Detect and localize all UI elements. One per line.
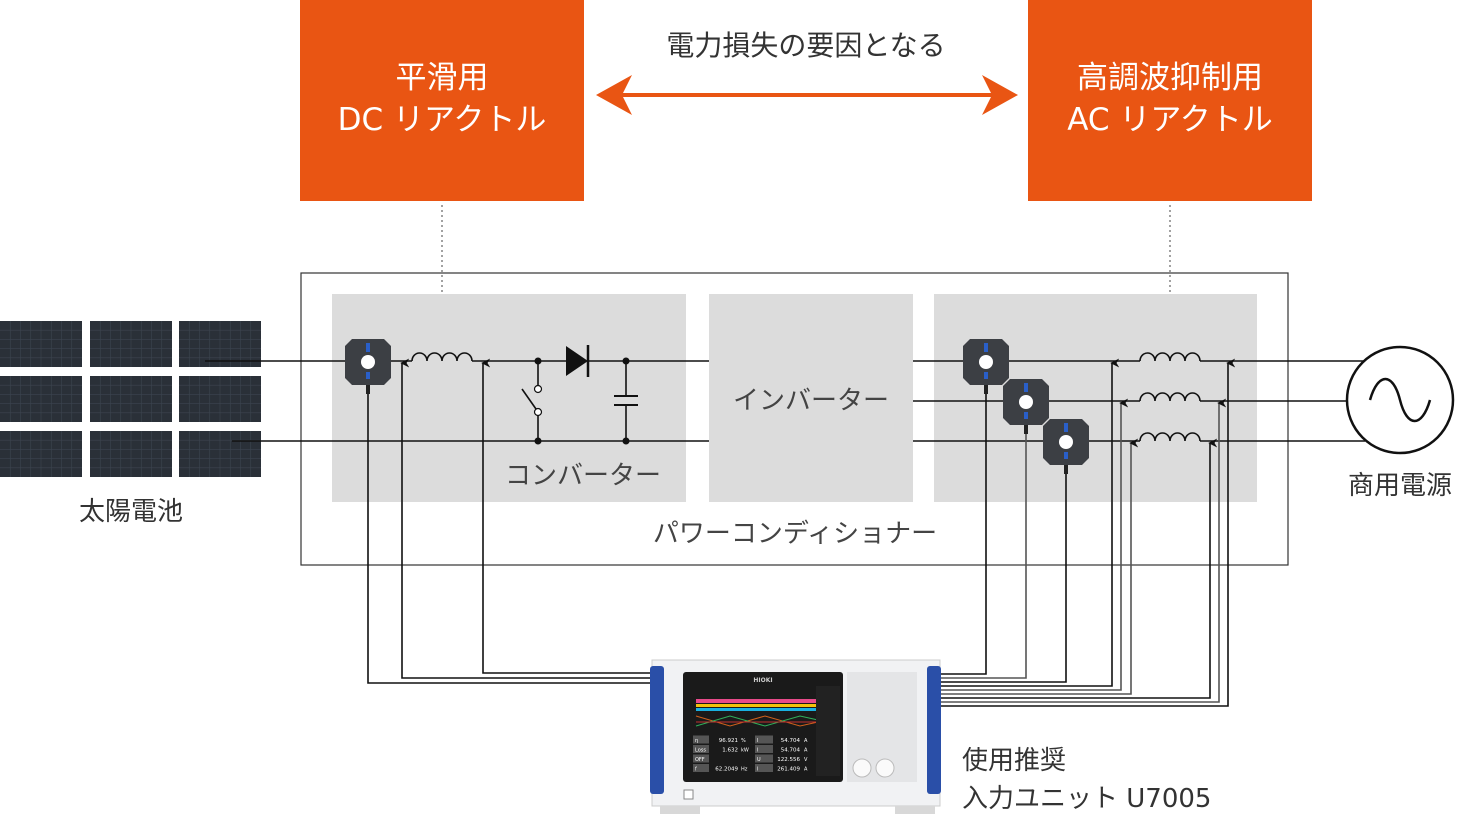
reading-name: f xyxy=(695,767,697,773)
reading-unit: A xyxy=(804,767,808,773)
right-handle xyxy=(927,666,941,794)
ac-reactor-line2: AC リアクトル xyxy=(1067,102,1273,138)
dc-reactor-line2: DC リアクトル xyxy=(338,102,547,138)
unit-label-line1: 使用推奨 xyxy=(962,746,1066,776)
solar-panel xyxy=(90,431,172,477)
reading-value: 54.704 xyxy=(781,738,801,744)
reading-unit: Hz xyxy=(741,767,748,773)
double-arrow xyxy=(596,75,1018,115)
brand-logo: HIOKI xyxy=(753,677,772,684)
reading-value: 96.921 xyxy=(719,738,738,744)
inverter-label: インバーター xyxy=(733,386,889,416)
dc-reactor-line1: 平滑用 xyxy=(396,60,489,96)
grid-label: 商用電源 xyxy=(1348,471,1452,501)
diode-icon xyxy=(566,346,588,376)
ac-filter-area xyxy=(934,294,1257,502)
solar-panel xyxy=(90,376,172,422)
reading-name: OFF xyxy=(695,757,705,763)
converter-label: コンバーター xyxy=(505,461,661,491)
solar-panel xyxy=(179,431,261,477)
reading-unit: kW xyxy=(741,748,749,754)
grid-source xyxy=(1345,345,1455,455)
reading-unit: V xyxy=(804,757,808,763)
inverter-block xyxy=(709,294,913,502)
loss-label: 電力損失の要因となる xyxy=(666,29,945,62)
solar-panel xyxy=(0,376,82,422)
reading-unit: A xyxy=(804,748,808,754)
solar-panel xyxy=(0,321,82,367)
pcs-label: パワーコンディショナー xyxy=(653,519,937,549)
solar-panel xyxy=(90,321,172,367)
reading-value: 1.632 xyxy=(722,748,738,754)
unit-label-line2: 入力ユニット U7005 xyxy=(962,784,1211,814)
reading-unit: % xyxy=(741,738,746,744)
reading-name: η xyxy=(695,738,698,744)
ac-reactor-box: 高調波抑制用 AC リアクトル xyxy=(1028,0,1312,201)
current-sensor-icon xyxy=(1043,419,1089,474)
reading-value: 122.556 xyxy=(777,757,800,763)
reading-name: I xyxy=(757,767,758,773)
reading-value: 261.409 xyxy=(777,767,800,773)
ac-reactor-line1: 高調波抑制用 xyxy=(1077,60,1263,96)
dc-reactor-box: 平滑用 DC リアクトル xyxy=(300,0,584,201)
reading-name: I xyxy=(757,738,758,744)
reading-name: U xyxy=(757,757,761,763)
reading-value: 54.704 xyxy=(781,748,801,754)
reading-value: 62.2049 xyxy=(715,767,738,773)
solar-panel xyxy=(179,321,261,367)
solar-panel-array xyxy=(0,321,261,477)
sine-icon xyxy=(1368,378,1432,422)
measurement-wires xyxy=(367,358,1236,707)
current-sensors xyxy=(345,339,1089,474)
reading-unit: A xyxy=(804,738,808,744)
reading-name: I xyxy=(757,748,758,754)
current-sensor-icon xyxy=(1003,379,1049,434)
current-sensor-icon xyxy=(963,339,1009,394)
reading-name: Loss xyxy=(695,748,706,754)
converter-area xyxy=(332,294,686,502)
solar-panel xyxy=(179,376,261,422)
solar-panel xyxy=(0,431,82,477)
solar-label: 太陽電池 xyxy=(79,497,183,527)
left-handle xyxy=(650,666,664,794)
pcs-box xyxy=(300,272,1289,566)
current-sensor-icon xyxy=(345,339,391,394)
